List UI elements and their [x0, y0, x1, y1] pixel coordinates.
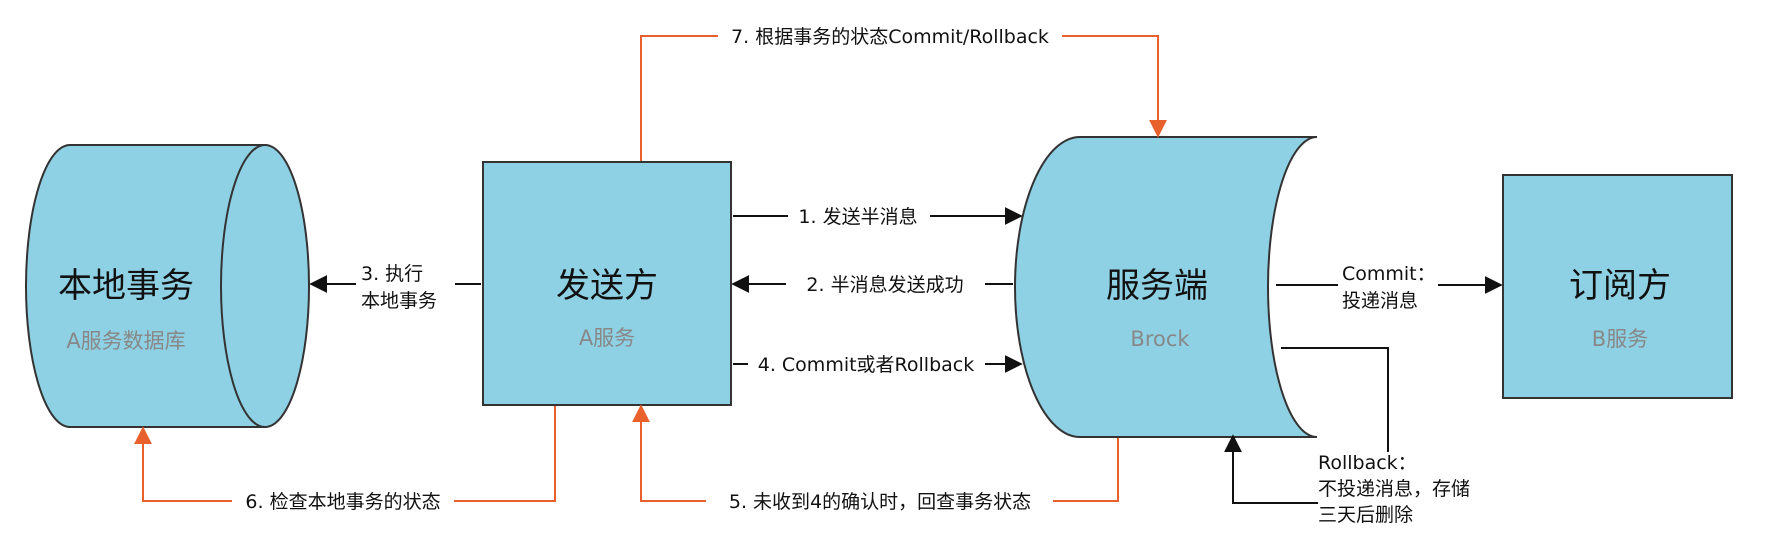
- node-subscriber: 订阅方 B服务: [1502, 174, 1733, 399]
- edge-5-label: 5. 未收到4的确认时，回查事务状态: [729, 491, 1031, 513]
- rollback-label-line3: 三天后删除: [1318, 504, 1413, 526]
- local-transaction-cap: [220, 144, 266, 428]
- server-subtitle: Brock: [1130, 327, 1190, 351]
- edge-3-label-line2: 本地事务: [361, 290, 437, 312]
- local-transaction-subtitle: A服务数据库: [66, 329, 185, 353]
- node-local-transaction: 本地事务 A服务数据库: [25, 144, 310, 428]
- edge-2-label: 2. 半消息发送成功: [806, 274, 963, 296]
- subscriber-shape: [1502, 174, 1733, 399]
- edge-3-label-line1: 3. 执行: [361, 263, 423, 285]
- commit-label-line1: Commit：: [1342, 263, 1436, 285]
- subscriber-title: 订阅方: [1569, 266, 1671, 306]
- edge-1-send-half-message: 1. 发送半消息: [733, 206, 1023, 228]
- commit-label-line2: 投递消息: [1342, 290, 1418, 312]
- edge-6-check-local-status: 6. 检查本地事务的状态: [134, 406, 556, 513]
- subscriber-subtitle: B服务: [1592, 327, 1648, 351]
- node-server: 服务端 Brock: [1014, 136, 1318, 438]
- rollback-label-line2: 不投递消息，存储: [1318, 478, 1470, 500]
- edge-4-commit-or-rollback: 4. Commit或者Rollback: [733, 354, 1023, 376]
- server-title: 服务端: [1106, 266, 1208, 306]
- node-sender: 发送方 A服务: [482, 161, 732, 406]
- edge-1-label: 1. 发送半消息: [798, 206, 917, 228]
- edge-2-half-message-success: 2. 半消息发送成功: [731, 274, 1013, 296]
- sender-title: 发送方: [556, 266, 658, 306]
- server-shape: [1014, 136, 1318, 438]
- local-transaction-title: 本地事务: [58, 266, 194, 306]
- edge-commit-deliver: Commit： 投递消息: [1276, 263, 1503, 312]
- edge-7-label: 7. 根据事务的状态Commit/Rollback: [731, 26, 1049, 48]
- edge-6-label: 6. 检查本地事务的状态: [245, 491, 440, 513]
- edge-3-execute-local-transaction: 3. 执行 本地事务: [309, 263, 481, 312]
- sender-subtitle: A服务: [579, 326, 635, 350]
- edge-4-label: 4. Commit或者Rollback: [758, 354, 975, 376]
- edge-7-commit-rollback-by-status: 7. 根据事务的状态Commit/Rollback: [640, 26, 1167, 161]
- sender-shape: [482, 161, 732, 406]
- rollback-label-line1: Rollback：: [1318, 452, 1417, 474]
- edge-5-check-back-status: 5. 未收到4的确认时，回查事务状态: [632, 404, 1119, 513]
- edge-rollback-no-deliver: Rollback： 不投递消息，存储 三天后删除: [1224, 347, 1470, 526]
